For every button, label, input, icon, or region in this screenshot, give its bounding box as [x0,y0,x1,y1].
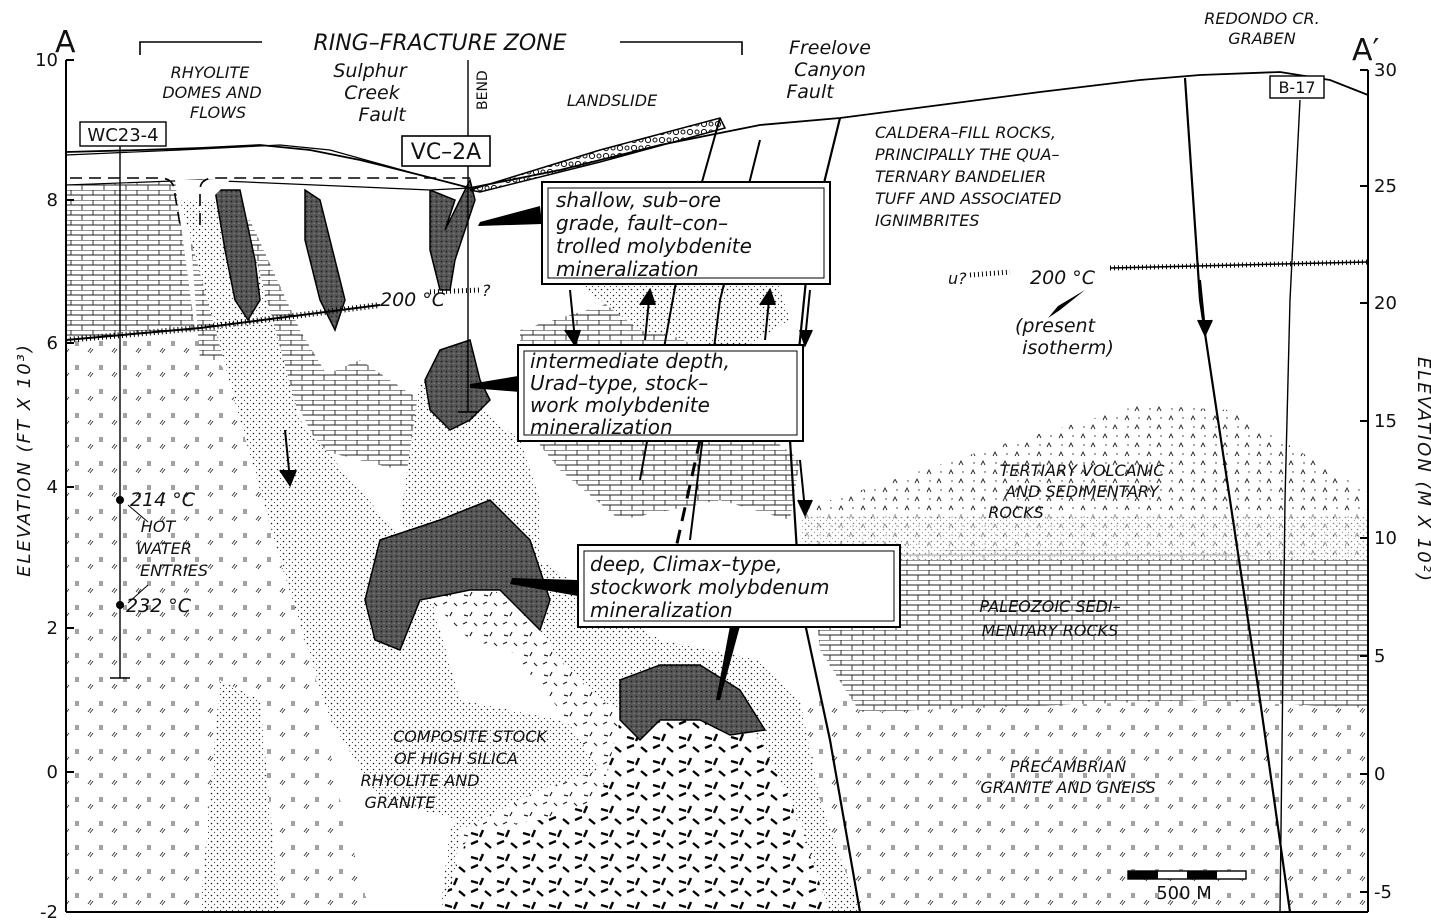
svg-text:PALEOZOIC SEDI–: PALEOZOIC SEDI– [979,597,1120,616]
svg-text:grade, fault–con–: grade, fault–con– [556,211,728,235]
svg-text:IGNIMBRITES: IGNIMBRITES [875,211,979,230]
left-tick-label: 0 [47,762,58,783]
svg-text:WATER: WATER [136,539,192,558]
svg-text:TERNARY BANDELIER: TERNARY BANDELIER [875,167,1046,186]
svg-text:trolled molybdenite: trolled molybdenite [556,234,752,258]
right-tick-label: 10 [1374,528,1397,549]
callout-intermediate: intermediate depth, Urad–type, stock– wo… [470,345,803,441]
svg-text:CALDERA–FILL ROCKS,: CALDERA–FILL ROCKS, [875,123,1056,142]
svg-text:Sulphur: Sulphur [333,60,408,82]
right-axis-title: ELEVATION (M X 10²) [1413,357,1431,583]
svg-text:MENTARY ROCKS: MENTARY ROCKS [982,621,1119,640]
svg-text:Fault: Fault [786,81,835,103]
landslide-label: LANDSLIDE [567,91,658,110]
svg-text:DOMES AND: DOMES AND [162,83,261,102]
svg-text:Freelove: Freelove [789,37,871,59]
right-tick-label: 15 [1374,411,1397,432]
svg-text:stockwork molybdenum: stockwork molybdenum [590,575,829,599]
svg-text:RHYOLITE AND: RHYOLITE AND [360,771,479,790]
section-end-left: A [55,25,76,60]
temp-point-232 [116,601,124,609]
right-tick-label: 25 [1374,176,1397,197]
svg-text:Urad–type, stock–: Urad–type, stock– [530,371,708,395]
isotherm-query-left: ? [482,281,491,300]
svg-text:Fault: Fault [358,104,407,126]
left-tick-label: 4 [47,477,58,498]
left-tick-label: 6 [47,333,58,354]
svg-text:intermediate depth,: intermediate depth, [530,349,730,373]
right-tick-label: 0 [1374,764,1385,785]
svg-text:GRABEN: GRABEN [1228,29,1296,48]
svg-text:TERTIARY VOLCANIC: TERTIARY VOLCANIC [1000,461,1166,480]
svg-text:ROCKS: ROCKS [988,503,1044,522]
left-tick-label: -2 [40,902,58,922]
isotherm-label-left: 200 °C [380,289,446,311]
svg-text:GRANITE AND GNEISS: GRANITE AND GNEISS [980,778,1155,797]
temp-214-label: 214 °C [130,489,196,511]
left-tick-label: 2 [47,618,58,639]
svg-text:RHYOLITE: RHYOLITE [171,63,251,82]
svg-text:AND SEDIMENTARY: AND SEDIMENTARY [1004,482,1160,501]
left-tick-label: 8 [47,190,58,211]
svg-text:mineralization: mineralization [556,257,699,281]
left-sedimentary-block [66,180,195,340]
temp-232-label: 232 °C [126,595,192,617]
svg-text:mineralization: mineralization [530,415,673,439]
well-b-17-label: B-17 [1278,78,1315,97]
svg-text:GRANITE: GRANITE [364,793,436,812]
left-axis-title: ELEVATION (FT X 10³) [14,343,35,577]
svg-text:deep, Climax–type,: deep, Climax–type, [590,552,782,576]
well-bend-label: BEND [475,70,491,110]
svg-text:ENTRIES: ENTRIES [140,561,208,580]
svg-text:PRINCIPALLY THE QUA–: PRINCIPALLY THE QUA– [875,145,1060,164]
well-wc23-4-label: WC23-4 [87,125,158,146]
well-vc-2a-label: VC–2A [411,140,481,165]
svg-text:isotherm): isotherm) [1022,337,1114,359]
isotherm-query-right: u? [948,269,967,288]
svg-text:mineralization: mineralization [590,598,733,622]
section-end-right: A′ [1352,33,1380,68]
svg-text:shallow, sub–ore: shallow, sub–ore [556,188,721,212]
svg-text:Canyon: Canyon [794,59,866,81]
right-tick-label: 5 [1374,646,1385,667]
well-b-17: B-17 [1270,76,1324,98]
scale-bar-label: 500 M [1156,883,1212,904]
svg-text:work molybdenite: work molybdenite [530,393,710,417]
right-tick-label: -5 [1374,882,1392,903]
right-tick-label: 20 [1374,293,1397,314]
svg-text:TUFF AND ASSOCIATED: TUFF AND ASSOCIATED [875,189,1061,208]
temp-point-214 [116,496,124,504]
svg-text:(present: (present [1015,315,1097,337]
ring-fracture-label: RING–FRACTURE ZONE [313,31,566,56]
svg-text:REDONDO CR.: REDONDO CR. [1204,9,1319,28]
svg-text:Creek: Creek [344,82,400,104]
isotherm-label-right: 200 °C [1030,267,1096,289]
svg-text:OF HIGH SILICA: OF HIGH SILICA [394,749,518,768]
redondo-graben-label: REDONDO CR. GRABEN [1204,9,1319,48]
svg-text:FLOWS: FLOWS [190,103,246,122]
svg-text:PRECAMBRIAN: PRECAMBRIAN [1010,757,1127,776]
svg-text:COMPOSITE STOCK: COMPOSITE STOCK [393,727,548,746]
